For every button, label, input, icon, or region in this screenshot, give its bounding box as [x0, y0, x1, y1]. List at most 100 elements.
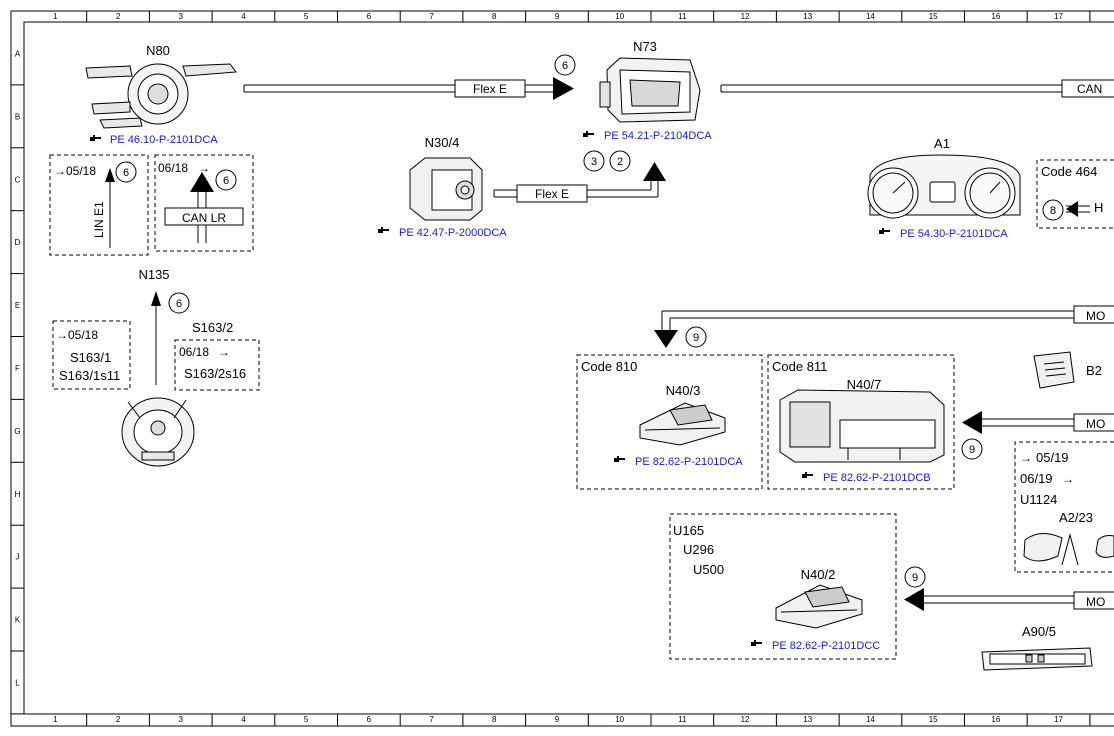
s163-2-date: 06/18	[179, 345, 209, 359]
grid-column-label: 1	[53, 715, 58, 724]
n40-7-label: N40/7	[847, 377, 882, 392]
n30-4-component[interactable]: N30/4 PE 42.47-P-2000DCA	[378, 135, 507, 239]
svg-text:9: 9	[693, 332, 699, 344]
lin-box-date: 05/18	[66, 164, 96, 178]
circle-2: 2	[609, 150, 631, 172]
s163-1-label: S163/1	[70, 350, 111, 365]
mo-bus-3: 9 MO	[904, 566, 1114, 611]
svg-text:6: 6	[176, 298, 182, 310]
a2-23-component[interactable]: A2/23	[1023, 510, 1114, 566]
sound-control-unit-icon	[779, 389, 945, 463]
code-464-h: H	[1094, 200, 1103, 215]
mo-bus-2: 9 MO	[961, 411, 1114, 460]
a2-23-label: A2/23	[1059, 510, 1093, 525]
grid-column-label: 3	[179, 12, 184, 21]
control-unit-icon	[599, 57, 701, 123]
n40-3-label: N40/3	[666, 383, 701, 398]
n135-component[interactable]: N135 6	[121, 267, 195, 467]
grid-column-label: 16	[991, 12, 1000, 21]
b2-component[interactable]: B2	[1033, 351, 1102, 389]
can-box-date: 06/18	[158, 161, 188, 175]
code-464-label: Code 464	[1041, 164, 1097, 179]
grid-row-label: L	[15, 678, 20, 687]
a1-reference[interactable]: PE 54.30-P-2101DCA	[900, 228, 1008, 240]
n40-7-component[interactable]: N40/7 PE 82.62-P-2101DCB	[779, 377, 945, 484]
n40-3-component[interactable]: N40/3 PE 82.62-P-2101DCA	[614, 383, 743, 468]
grid-column-label: 1	[53, 12, 58, 21]
n40-3-reference[interactable]: PE 82.62-P-2101DCA	[635, 456, 743, 468]
svg-text:→: →	[56, 328, 68, 342]
n30-4-reference[interactable]: PE 42.47-P-2000DCA	[399, 227, 507, 239]
instrument-cluster-icon	[867, 154, 1021, 219]
grid-row-label: C	[15, 175, 21, 184]
svg-text:6: 6	[562, 60, 568, 72]
svg-text:8: 8	[1050, 205, 1056, 217]
grid-row-label: B	[15, 112, 20, 121]
grid-column-label: 10	[615, 12, 624, 21]
grid-column-label: 15	[929, 715, 938, 724]
grid-row-label: A	[15, 49, 21, 58]
amplifier-unit-icon	[775, 584, 863, 629]
grid-column-label: 14	[866, 715, 875, 724]
n40-2-component[interactable]: N40/2 PE 82.62-P-2101DCC	[751, 567, 880, 652]
grid-row-label: G	[14, 427, 20, 436]
grid-column-label: 3	[179, 715, 184, 724]
lin-e1-label: LIN E1	[92, 201, 106, 238]
grid-column-label: 5	[304, 12, 309, 21]
n73-reference[interactable]: PE 54.21-P-2104DCA	[604, 130, 712, 142]
code-810-box: Code 810	[576, 354, 763, 490]
a1-component[interactable]: A1 PE 54.30-P-2101DCA	[867, 136, 1021, 240]
n73-component[interactable]: N73 PE 54.21-P-2104DCA	[583, 39, 712, 142]
n73-label: N73	[633, 39, 657, 54]
svg-text:→: →	[198, 161, 210, 175]
circle-3: 3	[583, 150, 605, 172]
grid-column-label: 7	[429, 12, 434, 21]
grid-row-label: K	[15, 616, 21, 625]
abs-esp-unit-icon	[409, 157, 483, 221]
n30-4-label: N30/4	[425, 135, 460, 150]
flex-e-bus-top: Flex E	[243, 77, 574, 100]
lin-e1-box: → 05/18 6 LIN E1	[49, 154, 149, 256]
b2-label: B2	[1086, 363, 1102, 378]
grid-column-label: 2	[116, 12, 121, 21]
grid-row-label: D	[15, 238, 21, 247]
code-811-box: Code 811	[767, 354, 955, 490]
svg-text:9: 9	[912, 572, 918, 584]
s163-2-title: S163/2	[192, 320, 233, 335]
n80-reference[interactable]: PE 46.10-P-2101DCA	[110, 134, 218, 146]
n80-component[interactable]: N80 PE 46.10-P-2101DCA	[85, 43, 237, 146]
grid-column-label: 11	[678, 715, 687, 724]
grid-column-label: 9	[555, 715, 560, 724]
steering-wheel-icon	[121, 397, 195, 467]
camera-unit-icon	[981, 647, 1093, 671]
n80-label: N80	[146, 43, 170, 58]
grid-column-label: 9	[555, 12, 560, 21]
can-label-right: CAN	[1077, 82, 1102, 96]
grid-column-label: 4	[241, 12, 246, 21]
svg-text:→: →	[1020, 451, 1032, 465]
a90-5-component[interactable]: A90/5	[981, 624, 1093, 671]
u165-box: U165 U296 U500	[669, 513, 897, 660]
n40-2-label: N40/2	[801, 567, 836, 582]
a2-23-box: → 05/19 06/19 → U1124	[1014, 441, 1114, 573]
s163-1-date: 05/18	[68, 328, 98, 342]
mo-label-2: MO	[1086, 417, 1105, 431]
mirror-sensor-icon	[1023, 533, 1114, 566]
a2-23-date-1: 05/19	[1036, 450, 1069, 465]
grid-column-label: 6	[367, 12, 372, 21]
grid-column-label: 12	[741, 715, 750, 724]
n40-7-reference[interactable]: PE 82.62-P-2101DCB	[823, 472, 931, 484]
grid-row-label: J	[16, 553, 20, 562]
grid-column-label: 4	[241, 715, 246, 724]
grid-column-label: 8	[492, 715, 497, 724]
can-bus-right: CAN	[720, 79, 1114, 98]
grid-column-label: 8	[492, 12, 497, 21]
u500-label: U500	[693, 562, 724, 577]
grid-row-label: E	[15, 301, 20, 310]
n40-2-reference[interactable]: PE 82.62-P-2101DCC	[772, 640, 880, 652]
grid-column-label: 2	[116, 715, 121, 724]
mo-bus-1: 9 MO	[654, 305, 1114, 348]
a90-5-label: A90/5	[1022, 624, 1056, 639]
svg-text:→: →	[54, 164, 66, 178]
